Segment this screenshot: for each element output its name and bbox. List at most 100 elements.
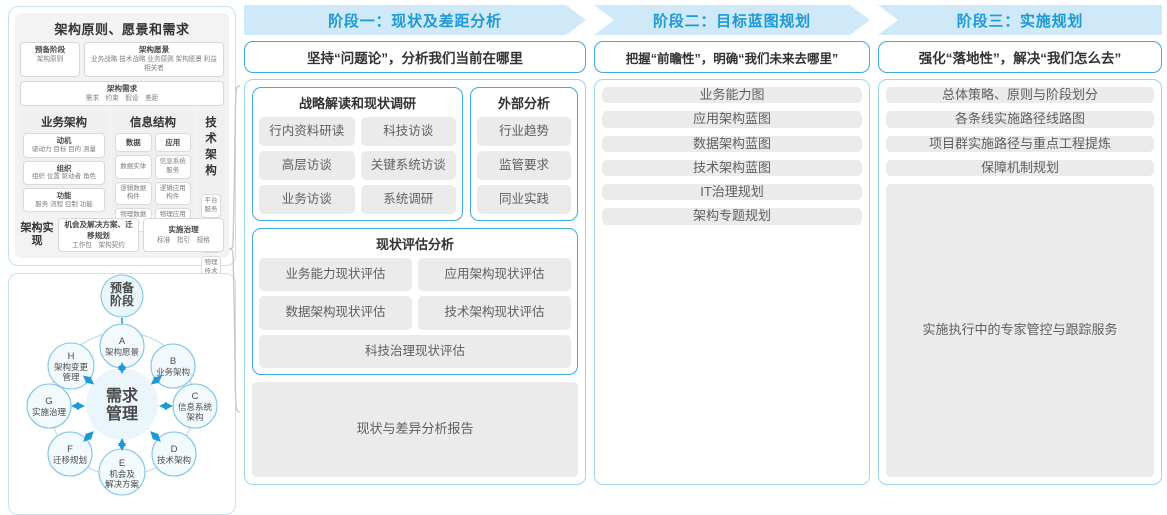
- list-item[interactable]: 实施执行中的专家管控与跟踪服务: [886, 184, 1154, 477]
- cell-title: 架构愿景: [138, 45, 170, 54]
- phase-3-list: 总体策略、原则与阶段划分 各条线实施路径线路图 项目群实施路径与重点工程提炼 保…: [886, 87, 1154, 477]
- togaf-cell-vision: 架构愿景 业务战略 技术战略 业务原则 架构愿景 利益相关者: [84, 42, 224, 77]
- phase-3-subtitle: 强化“落地性”，解决“我们怎么去”: [878, 41, 1162, 73]
- item-pill[interactable]: 同业实践: [477, 185, 571, 214]
- adm-svg: 预备 阶段 需求 管理 A 架构愿景 B 业务架构 C: [26, 274, 218, 496]
- panel-item: 平台服务: [201, 194, 221, 218]
- group-title: 现状评估分析: [375, 237, 454, 252]
- item-pill[interactable]: 技术架构现状评估: [418, 296, 571, 330]
- group-title: 战略解读和现状调研: [298, 96, 416, 111]
- realization-label: 架构实现: [20, 221, 54, 248]
- cell-sub: 架构原则: [36, 56, 64, 64]
- item-pill[interactable]: 系统调研: [360, 185, 456, 214]
- list-item[interactable]: 各条线实施路径线路图: [886, 111, 1154, 128]
- phase-3-title: 阶段三：实施规划: [956, 12, 1084, 30]
- list-item[interactable]: 总体策略、原则与阶段划分: [886, 87, 1154, 104]
- togaf-domain-panels: 业务架构 动机 驱动力 目标 目的 测量 组织 组织 位置 驱动者 角色: [20, 110, 224, 289]
- phase-1-header: 阶段一：现状及差距分析: [244, 5, 586, 35]
- group-external-analysis: 外部分析 行业趋势 监管要求 同业实践: [470, 87, 578, 221]
- phase-1-header-shape: [244, 5, 586, 35]
- panel-item: 组织 组织 位置 驱动者 角色: [23, 160, 105, 185]
- list-item[interactable]: 数据架构蓝图: [602, 135, 862, 152]
- togaf-content-framework: 架构原则、愿景和需求 预备阶段 架构原则 架构愿景 业务战略 技术战略 业务原则…: [8, 6, 236, 289]
- svg-text:F: F: [67, 444, 73, 455]
- phase-columns: 阶段一：现状及差距分析 坚持“问题论”，分析我们当前在哪里 战略解读和现状调研 …: [244, 5, 1162, 495]
- svg-text:架构愿景: 架构愿景: [105, 347, 139, 357]
- svg-text:E: E: [119, 458, 125, 469]
- item-pill[interactable]: 行业趋势: [477, 117, 571, 146]
- phase-2-header-shape: [594, 5, 870, 35]
- svg-text:H: H: [68, 351, 75, 362]
- list-item[interactable]: 应用架构蓝图: [602, 111, 862, 128]
- togaf-row-2: 架构需求 需求 约束 假设 差距: [20, 80, 224, 107]
- svg-text:阶段: 阶段: [110, 293, 135, 308]
- svg-text:机会及: 机会及: [109, 469, 135, 479]
- item-pill[interactable]: 业务访谈: [259, 185, 355, 214]
- togaf-cell-requirements: 架构需求 需求 约束 假设 差距: [20, 80, 224, 107]
- phase-1-top-row: 战略解读和现状调研 行内资料研读 科技访谈 高层访谈 关键系统访谈: [252, 87, 578, 221]
- phase-1-title: 阶段一：现状及差距分析: [328, 12, 502, 30]
- togaf-title: 架构原则、愿景和需求: [54, 22, 190, 37]
- phase-2-body: 业务能力图 应用架构蓝图 数据架构蓝图 技术架构蓝图 IT治理规划 架构专题规划: [594, 79, 870, 485]
- togaf-cell-governance: 实施治理 标准 指引 规格: [143, 218, 224, 253]
- svg-text:迁移规划: 迁移规划: [53, 455, 87, 465]
- item-pill[interactable]: 监管要求: [477, 151, 571, 180]
- panel-item: 动机 驱动力 目标 目的 测量: [23, 133, 105, 158]
- group-title: 外部分析: [497, 96, 550, 111]
- svg-text:解决方案: 解决方案: [105, 479, 140, 489]
- item-pill[interactable]: 科技治理现状评估: [259, 334, 571, 368]
- panel-item: 逻辑应用构件: [154, 181, 191, 206]
- phase-1-report[interactable]: 现状与差异分析报告: [252, 382, 578, 477]
- svg-text:技术架构: 技术架构: [157, 455, 191, 465]
- adm-cycle-diagram: 预备 阶段 需求 管理 A 架构愿景 B 业务架构 C: [8, 273, 236, 515]
- svg-text:管理: 管理: [62, 372, 80, 382]
- panel-item: 功能 服务 流程 控制 功能: [23, 187, 105, 213]
- panel-information-structure: 信息结构 数据 数据实体 逻辑数据构件: [112, 110, 194, 232]
- item-pill[interactable]: 关键系统访谈: [360, 151, 456, 180]
- cell-title: 预备阶段: [34, 45, 66, 54]
- cell-title: 架构需求: [106, 83, 138, 93]
- phase-column-1: 阶段一：现状及差距分析 坚持“问题论”，分析我们当前在哪里 战略解读和现状调研 …: [244, 5, 586, 495]
- panel-business-architecture: 业务架构 动机 驱动力 目标 目的 测量 组织 组织 位置 驱动者 角色: [20, 110, 108, 215]
- panel-item: 应用: [154, 133, 191, 153]
- brace-connector: [228, 85, 241, 413]
- left-column: 架构原则、愿景和需求 预备阶段 架构原则 架构愿景 业务战略 技术战略 业务原则…: [8, 6, 236, 515]
- phase-3-body: 总体策略、原则与阶段划分 各条线实施路径线路图 项目群实施路径与重点工程提炼 保…: [878, 79, 1162, 485]
- cell-sub: 需求 约束 假设 差距: [85, 94, 159, 102]
- item-pill[interactable]: 数据架构现状评估: [259, 296, 412, 330]
- item-pill[interactable]: 行内资料研读: [259, 117, 355, 146]
- svg-text:预备: 预备: [110, 280, 135, 295]
- phase-2-list: 业务能力图 应用架构蓝图 数据架构蓝图 技术架构蓝图 IT治理规划 架构专题规划: [602, 87, 862, 477]
- list-item[interactable]: 业务能力图: [602, 87, 862, 104]
- svg-text:需求: 需求: [106, 386, 139, 405]
- item-pill[interactable]: 业务能力现状评估: [259, 258, 412, 292]
- phase-column-3: 阶段三：实施规划 强化“落地性”，解决“我们怎么去” 总体策略、原则与阶段划分 …: [878, 5, 1162, 495]
- list-item[interactable]: 保障机制规划: [886, 159, 1154, 176]
- phase-3-header-shape: [878, 5, 1162, 35]
- svg-text:架构变更: 架构变更: [54, 362, 89, 372]
- svg-text:G: G: [45, 396, 52, 407]
- group-strategy-research: 战略解读和现状调研 行内资料研读 科技访谈 高层访谈 关键系统访谈: [252, 87, 463, 221]
- svg-text:信息系统: 信息系统: [178, 402, 213, 412]
- panel-technology-architecture: 技术架构 平台服务 逻辑技术构件 物理技术构件: [198, 110, 224, 289]
- architecture-planning-diagram: 架构原则、愿景和需求 预备阶段 架构原则 架构愿景 业务战略 技术战略 业务原则…: [8, 5, 1162, 515]
- group-current-state-assessment: 现状评估分析 业务能力现状评估 应用架构现状评估 数据架构现状评估 技术架构现状…: [252, 228, 578, 375]
- panel-item: 数据: [115, 133, 152, 153]
- togaf-cell-opportunities: 机会及解决方案、迁移规划 工作包 架构契约: [58, 218, 139, 253]
- svg-text:架构: 架构: [186, 412, 203, 422]
- togaf-row-1: 预备阶段 架构原则 架构愿景 业务战略 技术战略 业务原则 架构愿景 利益相关者: [20, 42, 224, 77]
- svg-text:C: C: [192, 391, 199, 402]
- svg-text:A: A: [119, 336, 126, 347]
- phase-2-subtitle: 把握“前瞻性”，明确“我们未来去哪里”: [594, 41, 870, 73]
- list-item[interactable]: 项目群实施路径与重点工程提炼: [886, 135, 1154, 152]
- list-item[interactable]: 技术架构蓝图: [602, 159, 862, 176]
- phase-2-header: 阶段二：目标蓝图规划: [594, 5, 870, 35]
- item-pill[interactable]: 应用架构现状评估: [418, 258, 571, 292]
- svg-text:D: D: [171, 444, 178, 455]
- panel-item: 数据实体: [115, 155, 152, 179]
- panel-title: 技术架构: [205, 117, 217, 178]
- item-pill[interactable]: 科技访谈: [360, 117, 456, 146]
- list-item[interactable]: 架构专题规划: [602, 208, 862, 225]
- list-item[interactable]: IT治理规划: [602, 184, 862, 201]
- item-pill[interactable]: 高层访谈: [259, 151, 355, 180]
